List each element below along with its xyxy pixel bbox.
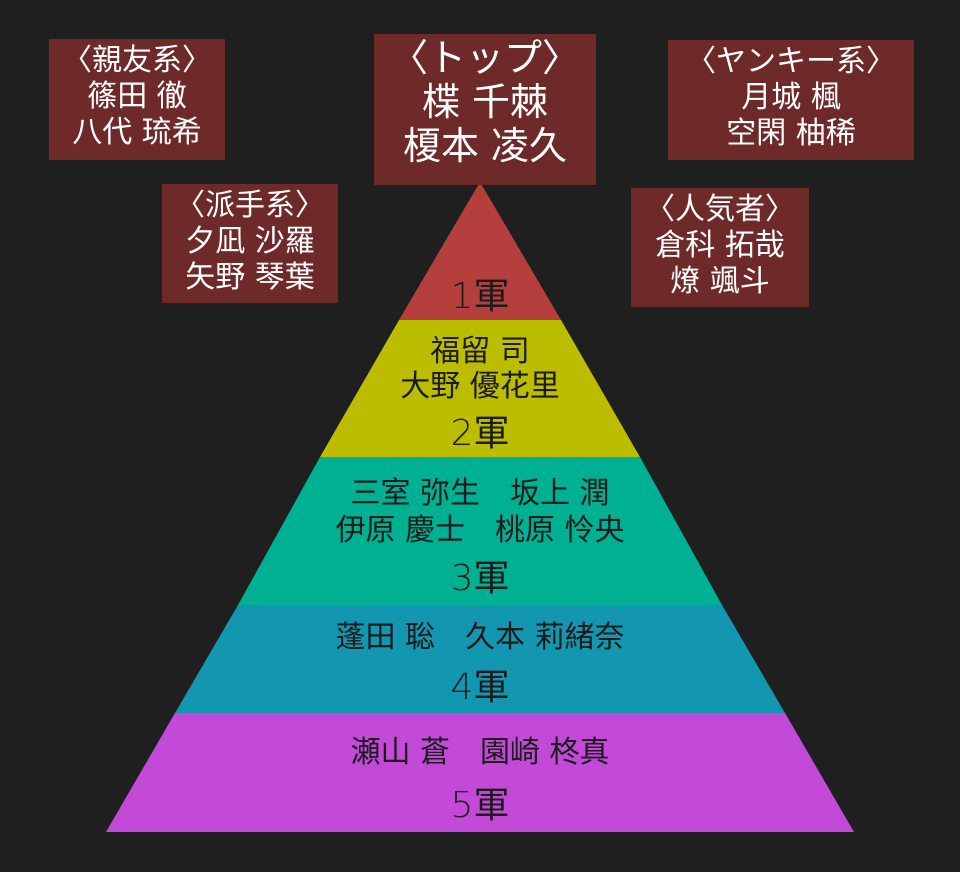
- tier-5-name-line-1: 瀬山 蒼 園崎 柊真: [350, 735, 610, 770]
- group-member-top-2: 榎本 凌久: [402, 124, 568, 168]
- group-box-popular: 〈人気者〉 倉科 拓哉 燎 颯斗: [631, 188, 809, 307]
- tier-5-label: 5軍: [450, 785, 510, 826]
- group-title-popular: 〈人気者〉: [645, 192, 795, 227]
- tier-2-name-line-2: 大野 優花里: [400, 369, 560, 404]
- tier-3-name-line-2: 伊原 慶士 桃原 怜央: [335, 513, 625, 548]
- tier-1-label: 1軍: [450, 276, 510, 317]
- tier-5-band: [106, 713, 854, 832]
- tier-3-band: [238, 457, 722, 605]
- group-member-yankee-2: 空閑 柚稀: [726, 116, 856, 151]
- tier-2-label: 2軍: [450, 413, 510, 454]
- group-member-popular-1: 倉科 拓哉: [655, 228, 785, 263]
- group-title-flashy: 〈派手系〉: [175, 188, 325, 223]
- group-box-flashy: 〈派手系〉 夕凪 沙羅 矢野 琴葉: [162, 184, 338, 303]
- group-member-yankee-1: 月城 楓: [741, 80, 841, 115]
- group-box-top: 〈トップ〉 楪 千棘 榎本 凌久: [374, 34, 596, 185]
- tier-3-label: 3軍: [450, 558, 510, 599]
- group-title-friends: 〈親友系〉: [62, 43, 212, 78]
- tier-4-label: 4軍: [450, 667, 510, 708]
- group-member-friends-2: 八代 琉希: [72, 115, 202, 150]
- group-title-yankee: 〈ヤンキー系〉: [686, 44, 896, 79]
- group-member-flashy-2: 矢野 琴葉: [185, 260, 315, 295]
- group-box-friends: 〈親友系〉 篠田 徹 八代 琉希: [49, 39, 225, 160]
- tier-2-name-line-1: 福留 司: [430, 334, 530, 369]
- group-box-yankee: 〈ヤンキー系〉 月城 楓 空閑 柚稀: [668, 40, 914, 160]
- tier-3-name-line-1: 三室 弥生 坂上 潤: [350, 476, 610, 511]
- group-member-flashy-1: 夕凪 沙羅: [185, 224, 315, 259]
- tier-4-band: [175, 605, 785, 713]
- group-member-popular-2: 燎 颯斗: [670, 264, 770, 299]
- group-member-top-1: 楪 千棘: [421, 80, 549, 124]
- group-member-friends-1: 篠田 徹: [87, 79, 187, 114]
- group-title-top: 〈トップ〉: [389, 36, 580, 80]
- tier-2-band: [320, 320, 640, 457]
- tier-1-band: [399, 182, 561, 320]
- tier-4-name-line-1: 蓬田 聡 久本 莉緒奈: [335, 620, 625, 655]
